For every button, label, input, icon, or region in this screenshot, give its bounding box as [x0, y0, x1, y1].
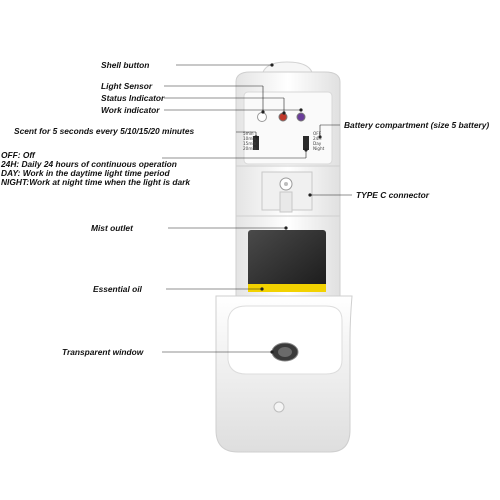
label-battery-compartment: Battery compartment (size 5 battery) [344, 120, 490, 130]
control-panel [243, 91, 333, 165]
label-shell-button: Shell button [101, 60, 150, 70]
label-scent-interval: Scent for 5 seconds every 5/10/15/20 min… [14, 126, 195, 136]
mode-options: OFF 24H Day Night [313, 131, 325, 151]
label-status-indicator: Status Indicator [101, 93, 165, 103]
interval-switch [253, 136, 259, 150]
label-work-indicator: Work indicator [101, 105, 160, 115]
label-type-c: TYPE C connector [356, 190, 430, 200]
label-mist-outlet: Mist outlet [91, 223, 133, 233]
mist-bracket [261, 171, 313, 211]
label-mode-24h: 24H: Daily 24 hours of continuous operat… [1, 159, 177, 169]
interval-options: 5min 10min 15min 20min [243, 131, 257, 151]
label-transparent-window: Transparent window [62, 347, 144, 357]
work-indicator [296, 112, 306, 122]
light-sensor [257, 112, 267, 122]
label-mode-off: OFF: Off [1, 150, 35, 160]
mode-switch [303, 136, 309, 150]
base-screw [273, 401, 285, 413]
leader-lines [162, 64, 352, 353]
label-essential-oil: Essential oil [93, 284, 142, 294]
label-mode-day: DAY: Work in the daytime light time peri… [1, 168, 170, 178]
essential-oil [248, 284, 326, 292]
label-light-sensor: Light Sensor [101, 81, 153, 91]
leader-dots [254, 63, 322, 354]
label-mode-night: NIGHT:Work at night time when the light … [1, 177, 191, 187]
oil-window [248, 230, 326, 292]
